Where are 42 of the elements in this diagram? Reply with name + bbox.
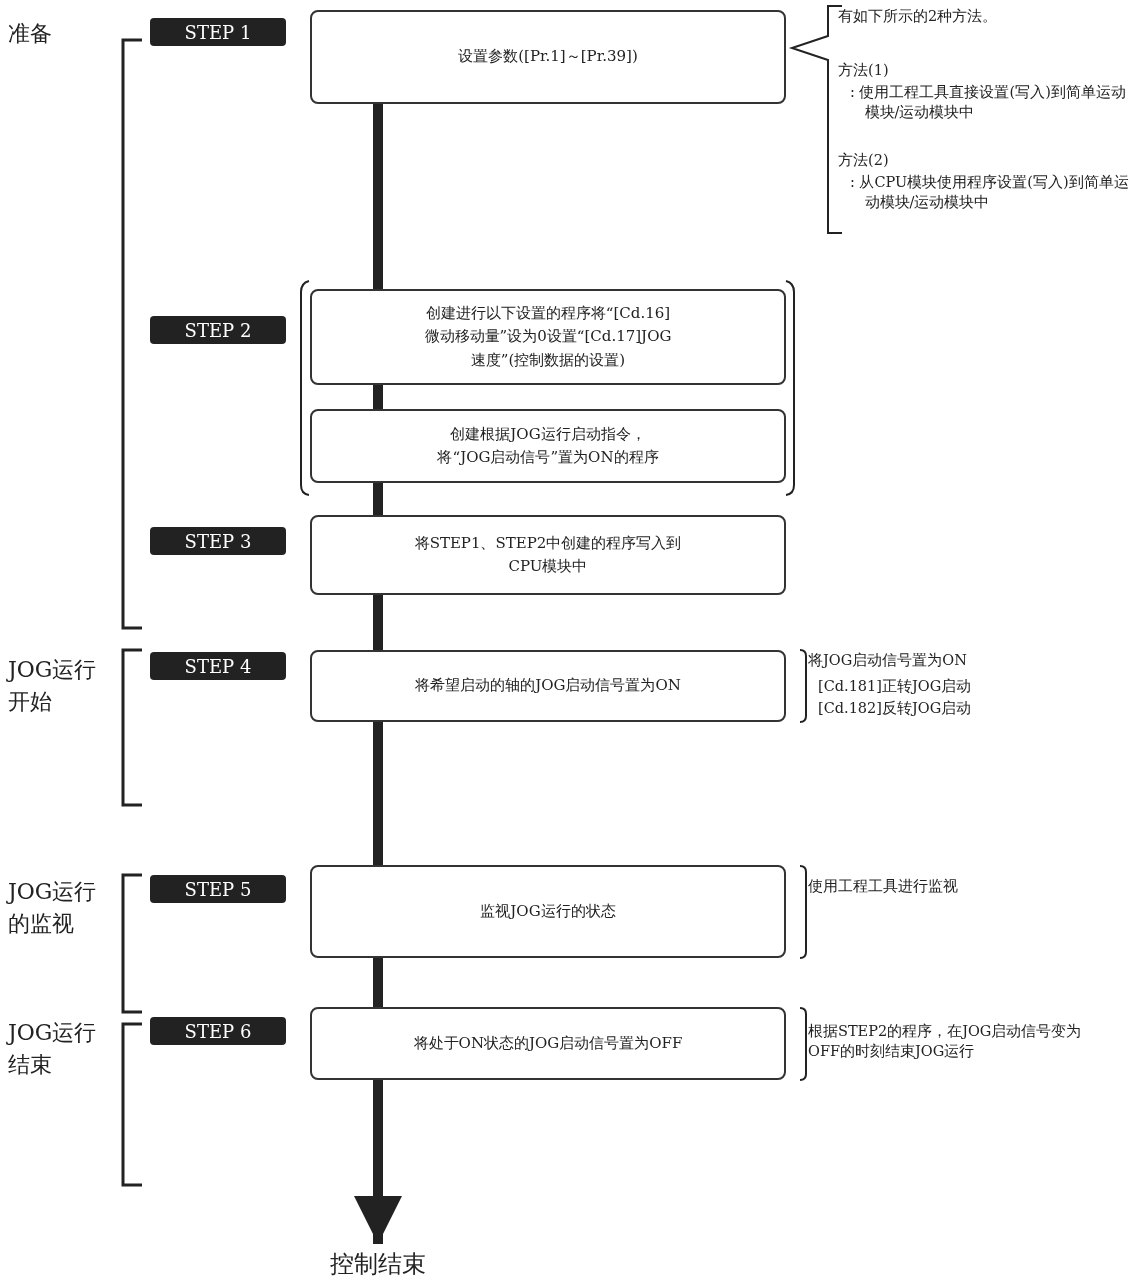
flow-line: [373, 104, 383, 289]
note-text: 有如下所示的2种方法。: [838, 7, 999, 26]
step-text: 监视JOG运行的状态: [480, 901, 616, 920]
step-text: 将处于ON状态的JOG启动信号置为OFF: [413, 1033, 683, 1052]
step-text: 设置参数([Pr.1]～[Pr.39]): [458, 47, 638, 66]
flow-line: [373, 483, 383, 515]
flow-line: [373, 958, 383, 1007]
step-text: 创建根据JOG运行启动指令，将“JOG启动信号”置为ON的程序: [437, 424, 659, 466]
step-tag: STEP 2: [150, 316, 286, 344]
flow-arrow: [354, 1080, 402, 1244]
end-label: 控制结束: [320, 1248, 436, 1282]
phase-label: 准备: [8, 20, 53, 48]
process-box: [310, 1007, 786, 1080]
note-text: 根据STEP2的程序，在JOG启动信号变为OFF的时刻结束JOG运行: [808, 1022, 1083, 1062]
phase-label: JOG运行的监视: [8, 878, 98, 938]
step-tag: STEP 4: [150, 652, 286, 680]
process-box: [310, 409, 786, 483]
phase-label: JOG运行开始: [8, 656, 98, 716]
process-box: [310, 865, 786, 958]
step-tag: STEP 6: [150, 1017, 286, 1045]
step-tag: STEP 1: [150, 18, 286, 46]
phase-label: JOG运行结束: [8, 1019, 98, 1079]
step-text: 将STEP1、STEP2中创建的程序写入到CPU模块中: [414, 533, 682, 575]
step-text: 创建进行以下设置的程序将“[Cd.16]微动移动量”设为0设置“[Cd.17]JOG速度”(控制数据的设置): [424, 304, 672, 369]
step-tag: STEP 5: [150, 875, 286, 903]
note-text: : 使用工程工具直接设置(写入)到简单运动模块/运动模块中: [850, 83, 1127, 123]
note-text: [Cd.181]正转JOG启动: [818, 677, 973, 696]
flow-line: [373, 595, 383, 650]
note-text: 方法(1): [838, 61, 890, 80]
process-box: [310, 515, 786, 595]
note-text: 使用工程工具进行监视: [808, 877, 959, 896]
note-text: 将JOG启动信号置为ON: [808, 651, 968, 670]
flow-line: [373, 385, 383, 409]
note-text: 方法(2): [838, 151, 890, 170]
step-text: 将希望启动的轴的JOG启动信号置为ON: [415, 676, 681, 695]
process-box: [310, 289, 786, 385]
step-tag: STEP 3: [150, 527, 286, 555]
note-text: : 从CPU模块使用程序设置(写入)到简单运动模块/运动模块中: [850, 173, 1130, 213]
process-box: [310, 10, 786, 104]
note-text: [Cd.182]反转JOG启动: [818, 699, 973, 718]
process-box: [310, 650, 786, 722]
flow-line: [373, 722, 383, 865]
